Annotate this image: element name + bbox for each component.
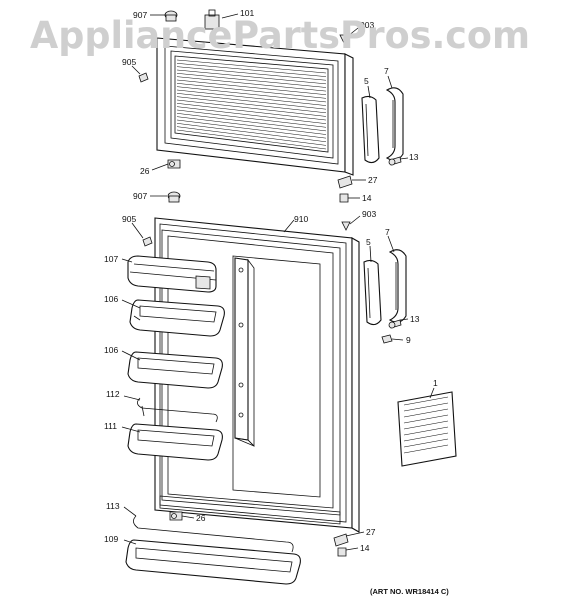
grille-louver-line: [176, 73, 327, 88]
grille-louver-line: [176, 116, 327, 135]
plug-907-top: [164, 10, 178, 22]
grille-louver-line: [176, 59, 327, 74]
bushing-905-top: [138, 72, 149, 83]
grille-louver-line: [176, 96, 327, 114]
cap-9: [381, 334, 393, 344]
grille-louver-line: [176, 83, 327, 99]
door-bin-109: [125, 539, 301, 585]
grille-louver-line: [176, 69, 327, 85]
manual-text-line: [403, 426, 449, 436]
callout-9: 9: [406, 335, 411, 345]
callout-109: 109: [104, 534, 118, 544]
manual-text-line: [403, 414, 449, 424]
freezer-door: [156, 37, 354, 176]
callout-26-bot: 26: [196, 513, 206, 523]
door-shelf-106-b: [127, 351, 223, 389]
screw-13-mid: [388, 319, 402, 329]
grille-louver-line: [176, 79, 327, 95]
callout-27-top: 27: [368, 175, 378, 185]
callout-labels: 907 101 903 905 5 7 13 26 27 14 907 905 …: [104, 8, 438, 553]
grille-louver-line: [176, 123, 327, 143]
screw-903-top: [339, 34, 349, 44]
handle-7-mid: [388, 249, 407, 323]
screw-903-mid: [341, 221, 351, 231]
handle-trim-5-mid: [363, 259, 382, 326]
callout-13-top: 13: [409, 152, 419, 162]
manual-1: [397, 391, 457, 467]
grille-louver-line: [176, 93, 327, 110]
callout-7-top: 7: [384, 66, 389, 76]
plug-907-mid: [167, 191, 181, 203]
grille-louver-line: [176, 106, 327, 124]
handle-trim-5-top: [361, 95, 380, 164]
callout-905-mid: 905: [122, 214, 136, 224]
callout-1: 1: [433, 378, 438, 388]
grille-louver-line: [176, 113, 327, 132]
callout-907-mid: 907: [133, 191, 147, 201]
callout-111: 111: [104, 421, 117, 431]
callout-112: 112: [106, 389, 120, 399]
hinge-26-bottom: [169, 511, 183, 521]
callout-5-top: 5: [364, 76, 369, 86]
callout-106-b: 106: [104, 345, 118, 355]
grille-louver-line: [176, 103, 327, 121]
hinge-27-bottom: [333, 533, 349, 547]
retainer-bar-113: [133, 515, 294, 553]
grille-louver-line: [176, 99, 327, 117]
callout-101: 101: [240, 8, 254, 18]
door-shelf-111: [127, 423, 223, 461]
callout-106-a: 106: [104, 294, 118, 304]
hinge-27-top: [337, 175, 353, 189]
grille-louver-line: [176, 76, 327, 92]
manual-text-line: [403, 396, 449, 406]
callout-113: 113: [106, 501, 120, 511]
manual-text-line: [403, 420, 449, 430]
callout-13-mid: 13: [410, 314, 420, 324]
grille-louver-line: [176, 126, 327, 146]
callout-907-top: 907: [133, 10, 147, 20]
manual-text-line: [403, 438, 449, 448]
grille-louver-line: [176, 66, 327, 81]
grille-louver-line: [176, 109, 327, 128]
retainer-bar-112: [137, 397, 218, 423]
callout-910: 910: [294, 214, 308, 224]
door-dike-strip: [234, 257, 255, 447]
bushing-905-mid: [142, 236, 153, 247]
hinge-cap-101: [204, 9, 220, 30]
callout-905-top: 905: [122, 57, 136, 67]
callout-107: 107: [104, 254, 118, 264]
leader-lines: [121, 13, 435, 551]
manual-text-line: [403, 402, 449, 412]
screw-13-top: [388, 156, 402, 166]
art-number: (ART NO. WR18414 C): [370, 587, 449, 596]
callout-26-top: 26: [140, 166, 150, 176]
callout-7-mid: 7: [385, 227, 390, 237]
grille-louver-line: [176, 63, 327, 77]
callout-14-bot: 14: [360, 543, 370, 553]
manual-text-line: [403, 432, 449, 442]
callout-27-bot: 27: [366, 527, 376, 537]
handle-7-top: [385, 87, 404, 161]
door-shelf-106-a: [129, 299, 225, 337]
callout-903-mid: 903: [362, 209, 376, 219]
manual-text-line: [403, 408, 449, 418]
callout-903-top: 903: [360, 20, 374, 30]
screw-14-bottom: [337, 547, 347, 557]
freezer-door-liner-grille: [174, 55, 329, 153]
callout-14-top: 14: [362, 193, 372, 203]
callout-5-mid: 5: [366, 237, 371, 247]
screw-14-top: [339, 193, 349, 203]
grille-louver-line: [176, 129, 327, 150]
hinge-26-top: [167, 159, 181, 169]
manual-text-line: [403, 444, 449, 454]
grille-louver-line: [176, 119, 327, 139]
grille-louver-line: [176, 86, 327, 103]
grille-louver-line: [176, 89, 327, 106]
dairy-bin-107: [127, 255, 217, 293]
watermark: AppliancePartsPros.com: [30, 14, 530, 57]
